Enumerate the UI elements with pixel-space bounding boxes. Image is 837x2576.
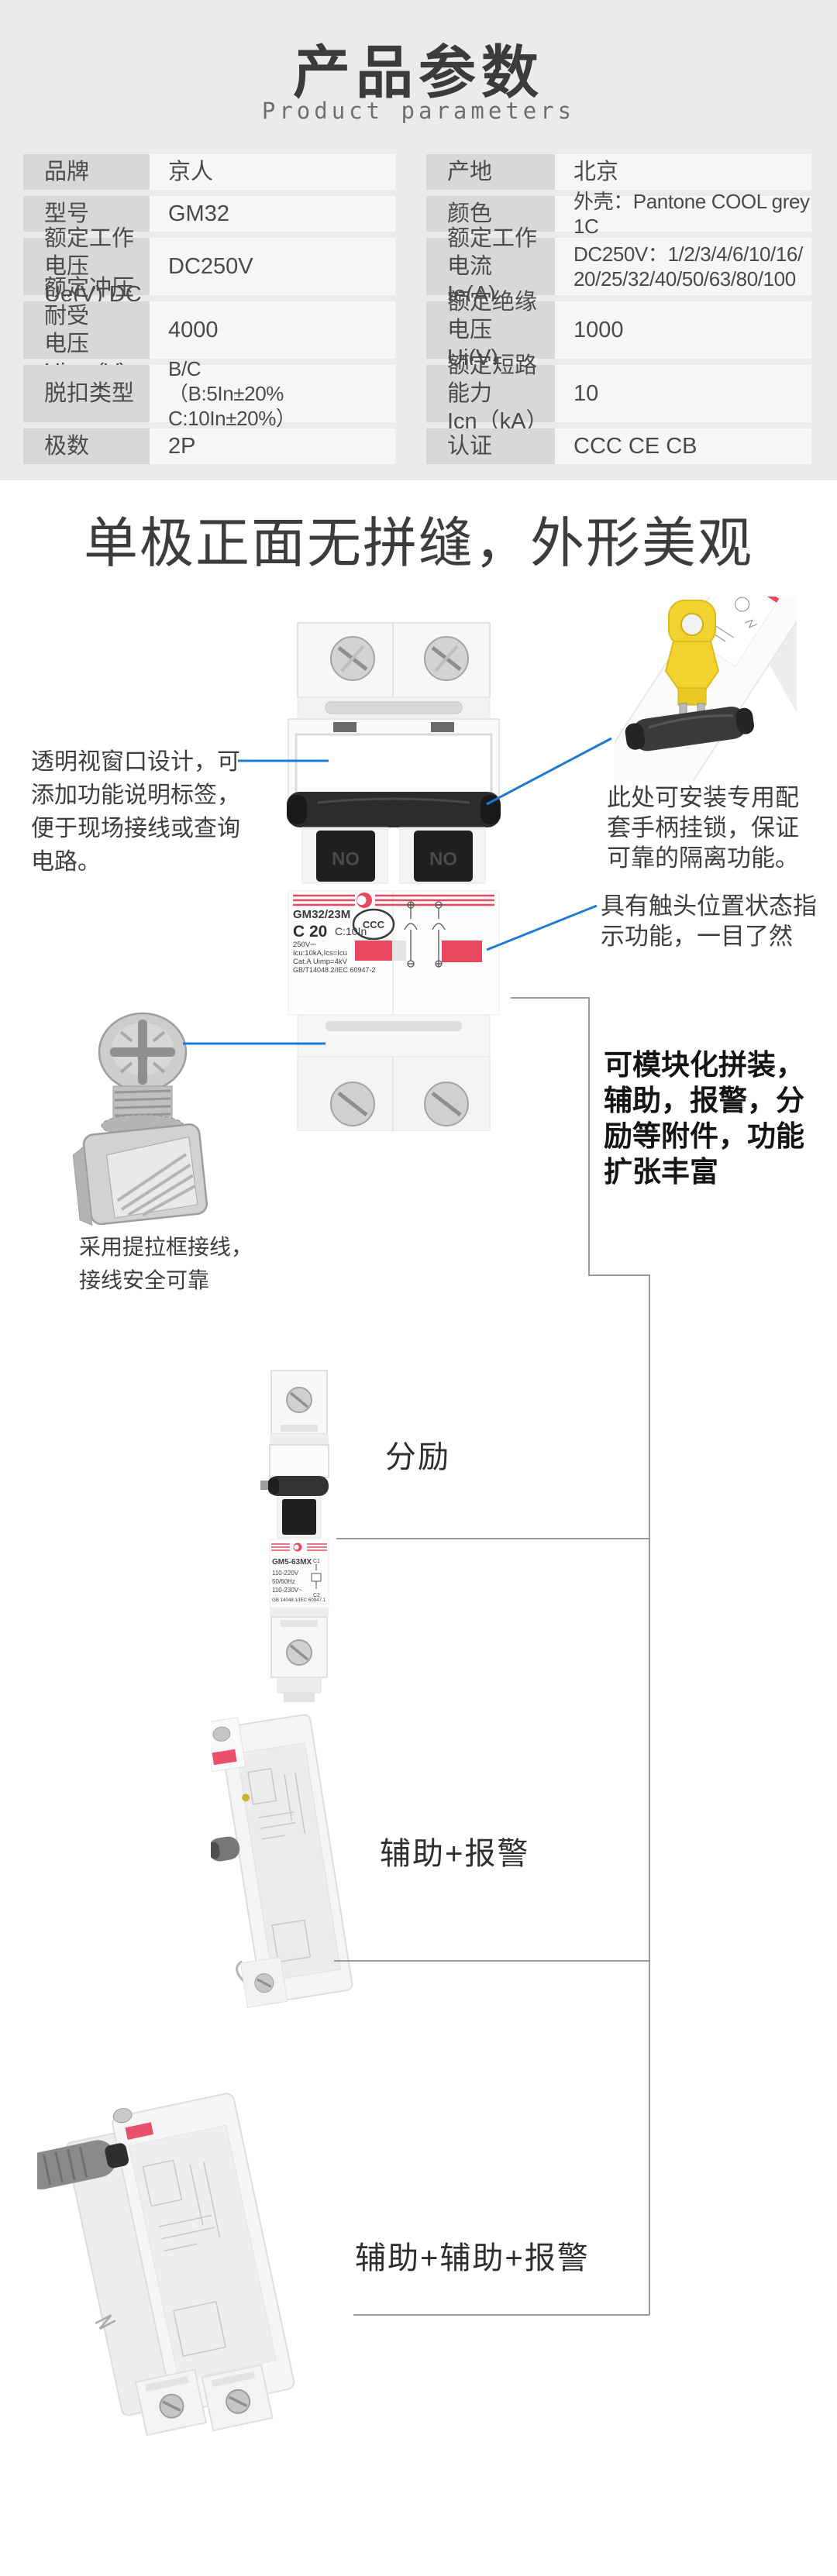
module-handle [268,1476,329,1496]
spec-value: 2P [150,428,395,464]
yellow-dot [242,1794,250,1802]
clamp-frame [72,1123,208,1226]
spec-value: GM32 [150,196,395,232]
terminal-label: C2 [313,1593,320,1598]
spec-label: 品牌 [23,154,150,190]
module-marking-area: GM5-63MX 110-220V 50/60Hz 110-230V~ GB 1… [269,1539,329,1608]
accessory-spec-line: GB 14048.1/IEC 60947.1 [272,1598,326,1603]
accessory-label-aux-aux-alarm: 辅助+辅助+报警 [355,2241,590,2275]
screw-head [98,1012,188,1092]
spec-line: GB/T14048.2/IEC 60947-2 [293,966,376,974]
page-title: 产品参数 [293,40,544,105]
spec-label: 颜色 [426,196,555,232]
on-label: ON [332,848,360,868]
spec-line: Icu:10kA,Ics=Icu [293,949,347,958]
spec-line: Cat.A Uimp=4kV [293,958,348,966]
spec-label: 额定工作电流 Ie(A) [426,226,555,307]
red-marker [212,1749,237,1766]
spec-label: 产地 [426,154,555,190]
spec-value: 1000 [555,301,811,359]
callout-contact-indicator: 具有触头位置状态指示功能，一目了然 [601,892,817,950]
spec-value: B/C （B:5In±20% C:10In±20%） [150,357,395,430]
terminal-clamp-photo [72,1012,208,1226]
accessory-shunt-photo: GM5-63MX 110-220V 50/60Hz 110-230V~ GB 1… [260,1370,329,1702]
padlock-icon [664,600,720,720]
spec-value: 京人 [150,154,395,190]
breaker-label-window [288,718,500,807]
breaker-handle [287,792,501,827]
page-subtitle: Product parameters [261,98,576,124]
callout-window-design: 透明视窗口设计，可添加功能说明标签，便于现场接线或查询电路。 [31,749,240,875]
spec-label: 认证 [426,428,555,464]
on-label: ON [429,848,457,868]
callout-modular: 可模块化拼装，辅助，报警，分励等附件，功能扩张丰富 [604,1049,804,1188]
breaker-marking-area: GM32/23M C 20 C:10In CCC 250V⎓ Icu:10kA,… [288,890,500,1016]
spec-label: 额定冲压耐受 电压Uimp(V) [23,276,150,384]
spec-value: 北京 [555,154,811,190]
ccc-mark-text: CCC [363,919,385,930]
spec-value: DC250V：1/2/3/4/6/10/16/ 20/25/32/40/50/6… [555,238,811,295]
bottom-terminals [134,2364,274,2437]
spec-label: 极数 [23,428,150,464]
spec-value: CCC CE CB [555,428,811,464]
breaker-bottom-terminals [297,1014,491,1131]
spec-value: 外壳：Pantone COOL grey 1C [555,190,811,238]
table-row: 额定冲压耐受 电压Uimp(V) 4000 额定绝缘电压 Ui(V) 1000 [23,276,811,384]
ccc-mark-icon [352,908,395,941]
feature-heading: 单极正面无拼缝，外形美观 [84,513,753,573]
breaker-top-terminals [297,622,491,698]
terminal-label: C1 [313,1559,320,1564]
breaker-rockers: ON ON [301,827,486,884]
accessory-label-aux-alarm: 辅助+报警 [380,1837,530,1871]
accessory-aux-aux-alarm-photo [37,2093,295,2437]
spring-wire [95,2314,116,2330]
circuit-diagram-icon [404,901,446,968]
handle-cylinder [625,707,754,751]
module-rocker [282,1499,316,1535]
etched-diagram [142,2159,227,2358]
main-breaker-photo: ON ON GM32/23M C 20 C:10In CCC 250V⎓ Icu… [287,622,501,1131]
spec-label: 额定绝缘电压 Ui(V) [426,290,555,370]
cylinder-lever [37,2140,129,2190]
spec-value: 10 [555,365,811,422]
modular-connector-line [334,997,650,2316]
spec-table: 品牌 京人 产地 北京 型号 GM32 颜色 外壳：Pantone COOL g… [23,154,811,470]
table-row: 型号 GM32 颜色 外壳：Pantone COOL grey 1C [23,190,811,238]
red-marker [125,2122,154,2141]
spec-label: 额定短路能力 Icn（kA） [426,353,555,434]
accessory-spec-line: 110-230V~ [272,1587,302,1594]
spec-label: 型号 [23,196,150,232]
callout-terminal-wiring: 采用提拉框接线，接线安全可靠 [79,1235,253,1292]
table-row: 品牌 京人 产地 北京 [23,154,811,190]
spec-label: 脱扣类型 [23,365,150,422]
spec-line: 250V⎓ [293,941,316,949]
accessory-label-shunt: 分励 [385,1440,450,1474]
spec-value: 4000 [150,301,395,359]
label-window [269,1444,329,1478]
accessory-spec-line: 110-220V [272,1570,299,1577]
table-row: 脱扣类型 B/C （B:5In±20% C:10In±20%） 额定短路能力 I… [23,353,811,434]
accessory-model: GM5-63MX [272,1558,312,1567]
callout-padlock: 此处可安装专用配套手柄挂锁，保证可靠的隔离功能。 [607,784,799,872]
spec-value: DC250V [150,238,395,295]
table-row: 极数 2P 认证 CCC CE CB [23,428,811,464]
accessory-aux-alarm-photo [211,1714,353,2008]
etched-diagram [247,1767,312,1963]
status-indicator-window [355,941,392,961]
breaker-rating: C 20 [293,923,327,941]
status-indicator-window [442,941,482,962]
accessory-spec-line: 50/60Hz [272,1578,295,1585]
padlock-inset-photo [615,597,797,781]
breaker-model: GM32/23M [293,908,350,921]
